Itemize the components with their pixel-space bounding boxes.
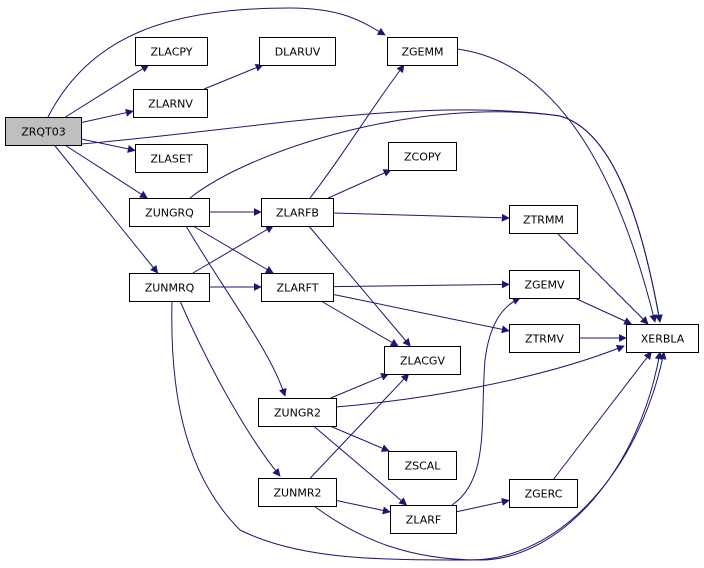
node-ztrmm[interactable]: ZTRMM — [509, 205, 578, 234]
edges-layer — [47, 7, 667, 561]
node-box — [135, 144, 208, 173]
node-zgerc[interactable]: ZGERC — [509, 479, 578, 508]
node-label: ZLARFT — [277, 282, 319, 295]
node-box — [626, 324, 699, 353]
node-box — [387, 37, 458, 66]
node-xerbla[interactable]: XERBLA — [626, 324, 699, 353]
edge-zrqt03-to-zlaset — [80, 138, 136, 153]
node-box — [258, 478, 337, 507]
node-label: ZGERC — [525, 488, 563, 501]
node-zlacpy[interactable]: ZLACPY — [135, 37, 208, 66]
node-zlarf[interactable]: ZLARF — [390, 505, 457, 534]
edge-zunmr2-to-xerbla — [313, 351, 663, 561]
node-label: ZCOPY — [404, 151, 441, 164]
node-label: ZTRMV — [525, 333, 564, 346]
edge-zunmrq-to-zunmr2 — [179, 300, 281, 477]
edge-ztrmm-to-xerbla — [556, 232, 649, 325]
node-label: ZUNGR2 — [274, 407, 321, 420]
node-label: ZGEMM — [402, 46, 444, 59]
node-box — [509, 205, 578, 234]
node-box — [384, 346, 461, 375]
node-label: ZGEMV — [524, 279, 565, 292]
node-box — [129, 198, 210, 227]
node-label: ZTRMM — [523, 214, 564, 227]
node-dlaruv[interactable]: DLARUV — [259, 37, 336, 66]
node-box — [5, 117, 82, 146]
node-zlarfb[interactable]: ZLARFB — [261, 198, 334, 227]
node-label: ZLACPY — [150, 46, 192, 59]
edge-zunmrq-to-zlarfb — [192, 225, 274, 274]
node-box — [388, 451, 457, 480]
node-zgemm[interactable]: ZGEMM — [387, 37, 458, 66]
node-label: ZRQT03 — [21, 126, 66, 139]
node-box — [133, 89, 208, 118]
edge-zungr2-to-zlacgv — [330, 373, 390, 399]
node-label: ZLACGV — [400, 355, 445, 368]
edge-zlarfb-to-zcopy — [328, 169, 392, 199]
edge-zungrq-to-xerbla — [189, 111, 663, 323]
node-zlarft[interactable]: ZLARFT — [261, 273, 334, 302]
node-label: ZSCAL — [405, 460, 442, 473]
edge-zungr2-to-zscal — [329, 425, 390, 452]
node-label: ZLARF — [406, 514, 441, 527]
edge-zlarnv-to-dlaruv — [204, 64, 264, 90]
node-zrqt03[interactable]: ZRQT03 — [5, 117, 82, 146]
edge-zgerc-to-xerbla — [553, 351, 652, 480]
node-zunmr2[interactable]: ZUNMR2 — [258, 478, 337, 507]
node-label: XERBLA — [641, 333, 685, 346]
node-box — [135, 37, 208, 66]
node-label: ZUNGRQ — [145, 207, 194, 220]
node-zscal[interactable]: ZSCAL — [388, 451, 457, 480]
node-zungrq[interactable]: ZUNGRQ — [129, 198, 210, 227]
edge-zrqt03-to-zlarnv — [80, 108, 134, 124]
node-zgemv[interactable]: ZGEMV — [509, 270, 580, 299]
node-ztrmv[interactable]: ZTRMV — [509, 324, 580, 353]
edge-zunmr2-to-zlacgv — [309, 373, 410, 479]
node-label: DLARUV — [275, 46, 321, 59]
edge-zunmr2-to-zlarf — [335, 499, 391, 515]
node-label: ZLARNV — [148, 98, 193, 111]
node-label: ZLARFB — [276, 207, 319, 220]
edge-zungr2-to-zlarf — [313, 425, 408, 506]
edge-zlarfb-to-zgemm — [309, 64, 405, 199]
edge-zlarf-to-zgemv — [451, 297, 521, 506]
edge-zgemv-to-xerbla — [574, 297, 633, 325]
edge-zrqt03-to-zlacpy — [65, 64, 150, 118]
node-box — [388, 142, 457, 171]
nodes-layer: ZRQT03 ZLACPY ZLARNV DLARUV ZGEMM ZLASET ZUNGR… — [5, 37, 699, 534]
edge-zrqt03-to-zunmrq — [53, 144, 159, 274]
node-box — [509, 270, 580, 299]
node-zlaset[interactable]: ZLASET — [135, 144, 208, 173]
edge-zlarfb-to-ztrmm — [332, 212, 510, 222]
node-label: ZUNMRQ — [145, 282, 195, 295]
node-box — [129, 273, 210, 302]
edge-zlarft-to-zgemv — [332, 280, 510, 289]
node-box — [261, 273, 334, 302]
node-zcopy[interactable]: ZCOPY — [388, 142, 457, 171]
edge-zlarft-to-zlacgv — [320, 300, 399, 347]
node-box — [509, 324, 580, 353]
edge-zungrq-to-zungr2 — [185, 225, 287, 397]
edge-zrqt03-to-zgemm — [47, 7, 386, 118]
edge-zrqt03-to-zungrq — [64, 144, 148, 199]
node-zlacgv[interactable]: ZLACGV — [384, 346, 461, 375]
node-box — [258, 398, 337, 427]
node-zunmrq[interactable]: ZUNMRQ — [129, 273, 210, 302]
node-box — [259, 37, 336, 66]
edge-zgemm-to-xerbla — [456, 48, 658, 323]
edge-zlarf-to-zgerc — [455, 498, 510, 513]
node-zlarnv[interactable]: ZLARNV — [133, 89, 208, 118]
node-zungr2[interactable]: ZUNGR2 — [258, 398, 337, 427]
edge-zungr2-to-xerbla — [335, 344, 625, 408]
node-box — [509, 479, 578, 508]
node-box — [390, 505, 457, 534]
edge-zlarft-to-ztrmv — [332, 293, 510, 334]
node-label: ZUNMR2 — [274, 487, 322, 500]
node-box — [261, 198, 334, 227]
node-label: ZLASET — [150, 153, 192, 166]
